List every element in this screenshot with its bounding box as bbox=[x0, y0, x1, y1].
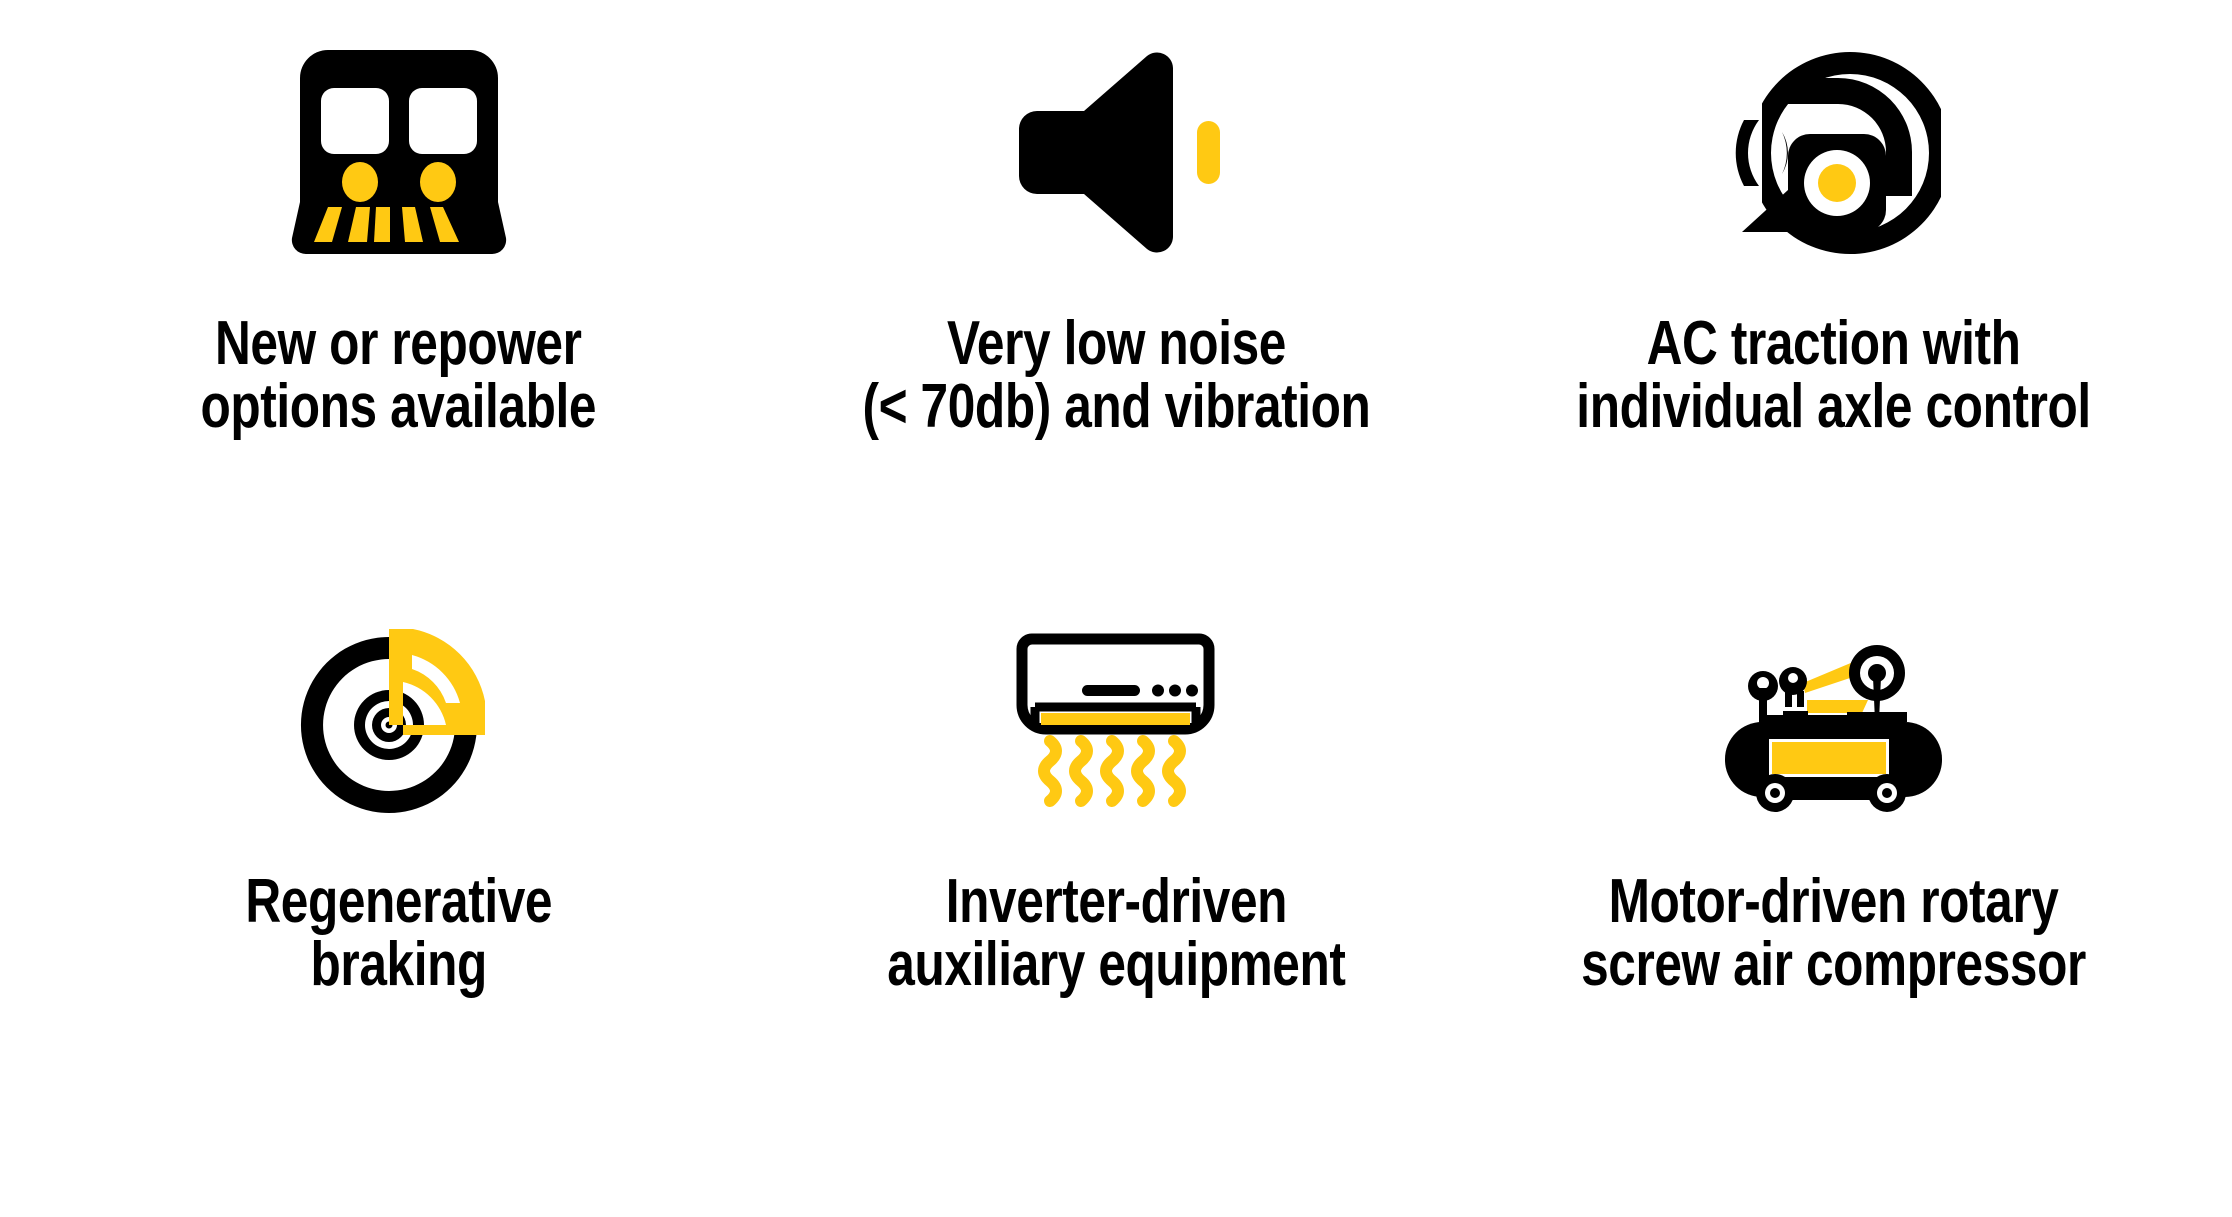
air-conditioner-icon bbox=[1016, 633, 1215, 807]
brake-disc-icon-wrap bbox=[296, 598, 501, 848]
speaker-low-volume-icon-wrap bbox=[1001, 18, 1231, 286]
feature-new-or-repower: New or repower options available bbox=[40, 18, 757, 598]
feature-label-regenerative-braking: Regenerative braking bbox=[245, 866, 553, 999]
feature-very-low-noise: Very low noise (< 70db) and vibration bbox=[757, 18, 1474, 598]
train-front-icon bbox=[291, 49, 506, 254]
feature-rotary-screw-compressor: Motor-driven rotary screw air compressor bbox=[1475, 598, 2192, 1178]
feature-label-inverter-driven-auxiliary: Inverter-driven auxiliary equipment bbox=[886, 866, 1346, 999]
feature-regenerative-braking: Regenerative braking bbox=[40, 598, 757, 1178]
speaker-low-volume-icon bbox=[1018, 51, 1220, 253]
air-compressor-icon-wrap bbox=[1721, 598, 1946, 848]
train-front-icon-wrap bbox=[284, 18, 514, 286]
feature-ac-traction: AC traction with individual axle control bbox=[1475, 18, 2192, 598]
feature-label-rotary-screw-compressor: Motor-driven rotary screw air compressor bbox=[1580, 866, 2086, 999]
feature-label-new-or-repower: New or repower options available bbox=[200, 309, 597, 442]
brake-disc-icon bbox=[301, 629, 486, 813]
ac-traction-motor-icon-wrap bbox=[1725, 18, 1941, 286]
feature-label-ac-traction: AC traction with individual axle control bbox=[1576, 309, 2091, 442]
ac-traction-motor-icon bbox=[1725, 49, 1941, 255]
feature-inverter-driven-auxiliary: Inverter-driven auxiliary equipment bbox=[757, 598, 1474, 1178]
feature-label-very-low-noise: Very low noise (< 70db) and vibration bbox=[862, 309, 1370, 442]
air-compressor-icon bbox=[1724, 644, 1942, 812]
air-conditioner-icon-wrap bbox=[1008, 598, 1223, 848]
